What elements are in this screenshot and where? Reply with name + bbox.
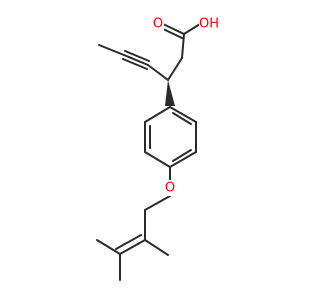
bond-stereocenter-ch2	[167, 57, 183, 81]
bond-alkyne-stereocenter	[147, 64, 169, 81]
carbonyl-oxygen-label: O	[153, 17, 163, 32]
ring-bond-4	[169, 151, 197, 168]
ring-bond-1	[144, 106, 171, 123]
bond-terminal-methyl-left	[96, 239, 121, 255]
carbonyl-double-bond-a	[162, 23, 185, 35]
ring-bond-3	[144, 151, 171, 168]
bond-ether-oxygen-ch2	[144, 195, 171, 211]
alkene-double-bond-b	[115, 234, 142, 250]
hydroxyl-label: OH	[199, 17, 219, 32]
bond-alkene-methyl-right	[144, 239, 169, 256]
bond-carboxyl-hydroxyl	[183, 23, 201, 35]
triple-bond-upper	[124, 50, 150, 62]
structure-canvas: O OH O	[96, 16, 221, 281]
ring-inner-bond-3	[172, 112, 192, 125]
ether-oxygen-label: O	[165, 181, 175, 196]
triple-bond-center	[123, 54, 149, 66]
ring-bond-6	[169, 106, 197, 123]
bond-methyl-alkyne	[98, 44, 125, 56]
ring-inner-bond-2	[172, 149, 192, 162]
carbonyl-double-bond-b	[160, 27, 183, 39]
bond-ch2-carboxyl	[181, 33, 185, 59]
chemical-structure: O OH O	[96, 16, 221, 281]
alkene-double-bond-a	[119, 239, 146, 255]
triple-bond-lower	[122, 58, 148, 70]
wedge-bond	[165, 80, 175, 106]
